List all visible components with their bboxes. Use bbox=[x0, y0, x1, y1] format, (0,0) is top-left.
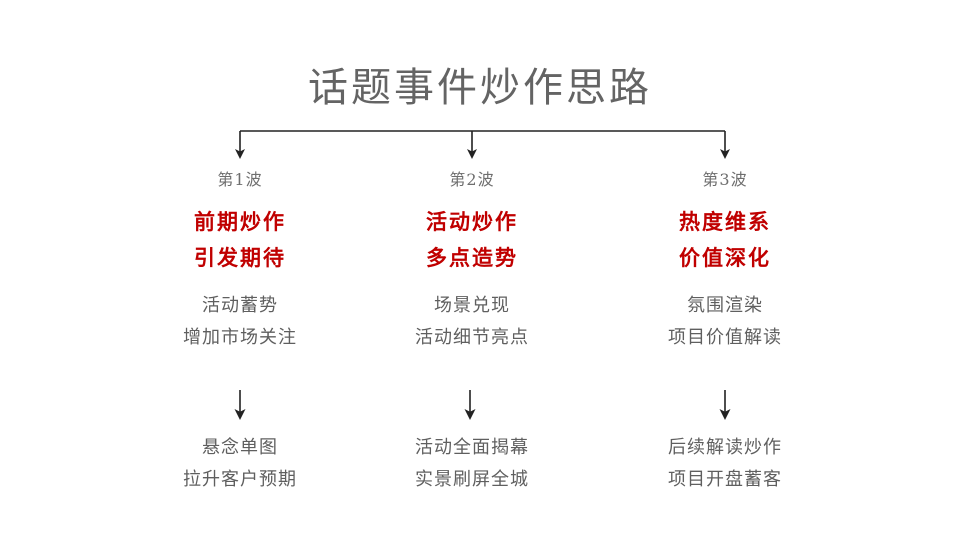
middle-block-1-line-2: 增加市场关注 bbox=[183, 327, 297, 348]
middle-block-2-line-1: 场景兑现 bbox=[434, 295, 510, 316]
bottom-block-3-line-1: 后续解读炒作 bbox=[668, 437, 782, 458]
page-title: 话题事件炒作思路 bbox=[308, 65, 652, 111]
middle-block-3-line-1: 氛围渲染 bbox=[687, 295, 763, 316]
bottom-block-3-line-2: 项目开盘蓄客 bbox=[668, 469, 782, 490]
wave-headline-3-line-1: 热度维系 bbox=[679, 210, 771, 234]
arrow-head-icon-2 bbox=[467, 149, 477, 159]
lower-arrows-svg bbox=[234, 390, 731, 420]
arrow-head-icon-1 bbox=[235, 149, 245, 159]
wave-headline-1-line-2: 引发期待 bbox=[194, 246, 286, 270]
bottom-block-2: 活动全面揭幕 实景刷屏全城 bbox=[342, 432, 602, 496]
bottom-block-1-line-1: 悬念单图 bbox=[202, 437, 278, 458]
wave-headline-2-line-1: 活动炒作 bbox=[426, 210, 518, 234]
wave-headline-1-line-1: 前期炒作 bbox=[194, 210, 286, 234]
wave-headline-2-line-2: 多点造势 bbox=[426, 246, 518, 270]
bottom-block-1: 悬念单图 拉升客户预期 bbox=[110, 432, 370, 496]
wave-column-2: 第2波 活动炒作 多点造势 bbox=[342, 168, 602, 276]
bottom-block-3: 后续解读炒作 项目开盘蓄客 bbox=[595, 432, 855, 496]
middle-block-3: 氛围渲染 项目价值解读 bbox=[595, 290, 855, 354]
wave-column-3: 第3波 热度维系 价值深化 bbox=[595, 168, 855, 276]
middle-block-2: 场景兑现 活动细节亮点 bbox=[342, 290, 602, 354]
bottom-block-2-line-2: 实景刷屏全城 bbox=[415, 469, 529, 490]
bracket-svg bbox=[235, 130, 730, 159]
bottom-block-2-line-1: 活动全面揭幕 bbox=[415, 437, 529, 458]
middle-block-1: 活动蓄势 增加市场关注 bbox=[110, 290, 370, 354]
arrow-head-icon-4 bbox=[234, 409, 246, 420]
wave-label-3: 第3波 bbox=[702, 170, 748, 189]
middle-block-2-line-2: 活动细节亮点 bbox=[415, 327, 529, 348]
wave-headline-3: 热度维系 价值深化 bbox=[595, 204, 855, 276]
lower-arrow-connectors bbox=[0, 386, 960, 426]
wave-label-2: 第2波 bbox=[449, 170, 495, 189]
wave-headline-1: 前期炒作 引发期待 bbox=[110, 204, 370, 276]
middle-block-1-line-1: 活动蓄势 bbox=[202, 295, 278, 316]
arrow-head-icon-6 bbox=[719, 409, 731, 420]
wave-headline-2: 活动炒作 多点造势 bbox=[342, 204, 602, 276]
middle-block-3-line-2: 项目价值解读 bbox=[668, 327, 782, 348]
wave-headline-3-line-2: 价值深化 bbox=[679, 246, 771, 270]
top-bracket-connector bbox=[0, 120, 960, 166]
wave-label-1: 第1波 bbox=[217, 170, 263, 189]
wave-column-1: 第1波 前期炒作 引发期待 bbox=[110, 168, 370, 276]
arrow-head-icon-3 bbox=[720, 149, 730, 159]
arrow-head-icon-5 bbox=[464, 409, 476, 420]
bottom-block-1-line-2: 拉升客户预期 bbox=[183, 469, 297, 490]
